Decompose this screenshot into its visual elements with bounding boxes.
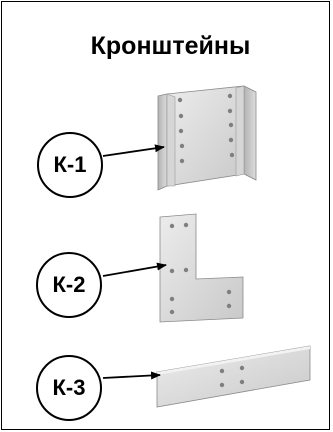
label-k3: К-3 (36, 355, 102, 421)
arrow-k1 (102, 144, 165, 157)
label-k2: К-2 (36, 252, 102, 318)
bracket-k2 (159, 213, 244, 323)
bracket-k1 (157, 85, 257, 191)
label-k1: К-1 (37, 132, 103, 198)
diagram-title: Кронштейны (90, 32, 251, 60)
arrow-k3 (102, 371, 161, 380)
arrow-k2 (102, 262, 167, 277)
bracket-k3 (156, 345, 311, 408)
